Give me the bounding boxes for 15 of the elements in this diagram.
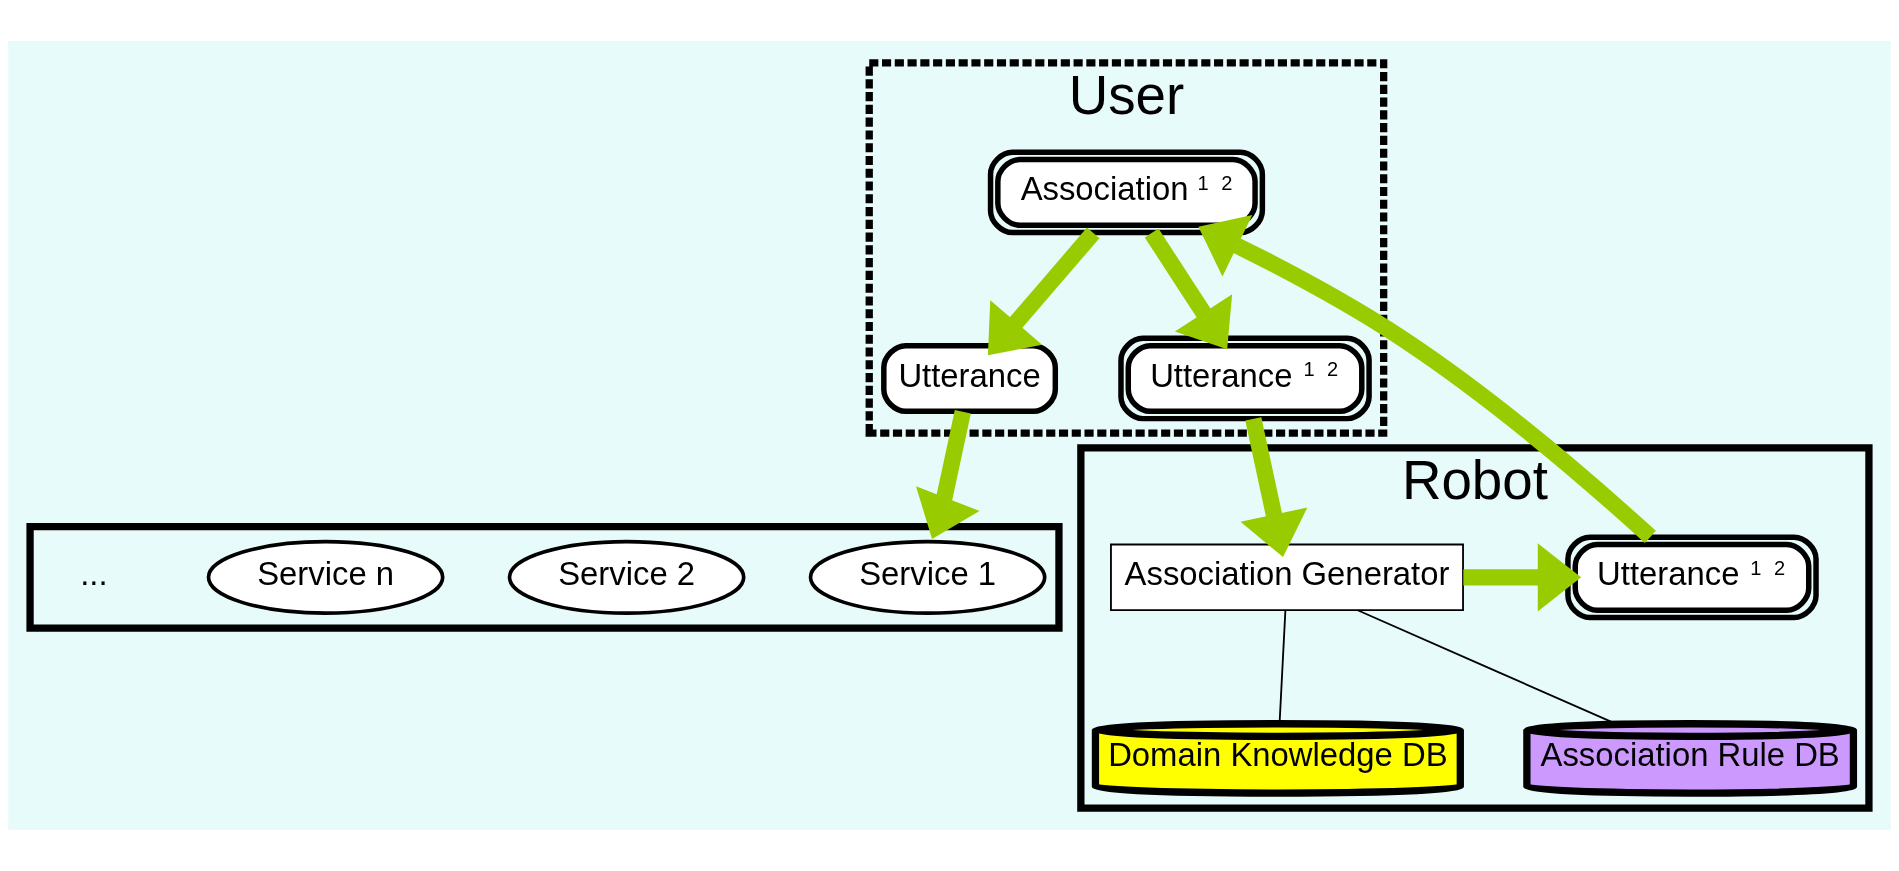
- node-box: Association Generator: [1110, 543, 1464, 612]
- label: ...: [80, 555, 108, 593]
- arrow: [987, 227, 1100, 356]
- arrow: [1144, 228, 1233, 350]
- node-box: Utterance 1 2: [1118, 335, 1372, 422]
- node-ellipse: Service 2: [507, 539, 746, 615]
- node-ellipse: Service 1: [808, 539, 1047, 615]
- arrow: [1463, 543, 1582, 612]
- arrow: [1198, 215, 1656, 543]
- cluster: [26, 522, 1063, 632]
- node-ellipse: Service n: [206, 539, 445, 615]
- arrow: [1240, 417, 1308, 558]
- node-box: Association 1 2: [987, 149, 1266, 236]
- node-box: Utterance 1 2: [1565, 534, 1819, 621]
- node-box: Utterance: [881, 342, 1059, 415]
